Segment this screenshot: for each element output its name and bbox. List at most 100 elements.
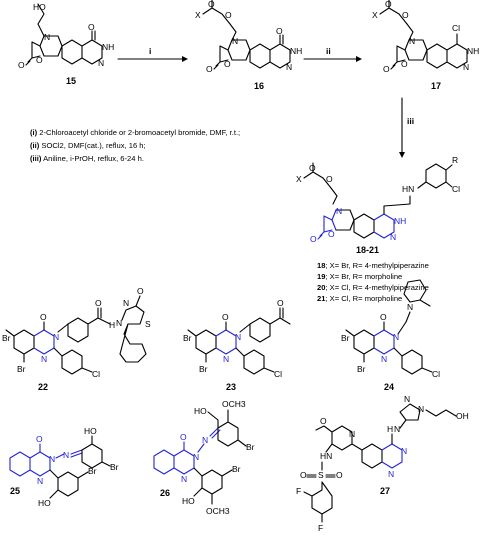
product-list: 18; X= Br, R= 4-methylpiperazine 19; X= … bbox=[317, 261, 429, 303]
compound-23-structure: O Br Br N N O Cl 23 bbox=[183, 298, 291, 392]
atom-label: H bbox=[387, 424, 393, 434]
atom-label: O bbox=[326, 174, 333, 184]
atom-label: OCH3 bbox=[222, 399, 246, 409]
atom-label: Cl bbox=[452, 184, 460, 194]
atom-label: O bbox=[222, 312, 229, 322]
compound-number-26: 26 bbox=[160, 488, 170, 498]
atom-label: O bbox=[383, 64, 390, 74]
reaction-conditions: (i) 2-Chloroacetyl chloride or 2-bromoac… bbox=[30, 128, 240, 163]
compound-number-18-21: 18-21 bbox=[356, 245, 379, 255]
compound-number-17: 17 bbox=[431, 81, 441, 91]
step-label-iii: iii bbox=[407, 116, 414, 126]
atom-label: OCH3 bbox=[206, 506, 230, 516]
atom-label: N bbox=[393, 332, 399, 342]
atom-label: Br bbox=[199, 364, 208, 374]
atom-label: Br bbox=[110, 462, 119, 472]
product-18: 18; X= Br, R= 4-methylpiperazine bbox=[317, 261, 429, 270]
compound-15-structure: HO O N O O NH N 15 bbox=[18, 2, 114, 86]
atom-label: X bbox=[372, 10, 378, 20]
atom-label: Br bbox=[17, 364, 26, 374]
atom-label: O bbox=[36, 434, 43, 444]
atom-label: O bbox=[88, 22, 95, 32]
atom-label: N bbox=[336, 206, 342, 216]
atom-label: N bbox=[418, 404, 424, 414]
atom-label: O bbox=[310, 234, 317, 244]
atom-label: S bbox=[318, 470, 324, 480]
compound-number-16: 16 bbox=[254, 81, 264, 91]
atom-label: N bbox=[235, 332, 241, 342]
atom-label: H bbox=[109, 320, 115, 330]
atom-label: O bbox=[385, 0, 392, 9]
atom-label: F bbox=[296, 486, 301, 496]
atom-label: N bbox=[181, 474, 187, 484]
atom-label: S bbox=[145, 319, 151, 329]
atom-label: O bbox=[95, 298, 102, 308]
atom-label: Br bbox=[246, 442, 255, 452]
atom-label: N bbox=[409, 36, 415, 46]
atom-label: Br bbox=[341, 333, 350, 343]
atom-label: X bbox=[195, 10, 201, 20]
atom-label: Br bbox=[2, 333, 11, 343]
atom-label: N bbox=[53, 332, 59, 342]
compound-18-21-structure: X O O R Cl HN N O O NH N 18-21 bbox=[296, 155, 460, 255]
atom-label: N bbox=[390, 232, 396, 242]
atom-label: N bbox=[63, 450, 69, 460]
atom-label: O bbox=[401, 59, 408, 69]
step-label-i: i bbox=[149, 46, 151, 56]
atom-label: HO bbox=[84, 426, 97, 436]
atom-label: HO bbox=[182, 496, 195, 506]
condition-ii: (ii) SOCl2, DMF(cat.), reflux, 16 h; bbox=[30, 141, 146, 150]
atom-label: O bbox=[180, 432, 187, 442]
compound-number-27: 27 bbox=[380, 486, 390, 496]
atom-label: O bbox=[300, 470, 307, 480]
atom-label: N bbox=[123, 298, 129, 308]
atom-label: N bbox=[41, 354, 47, 364]
atom-label: HN bbox=[402, 184, 414, 194]
compound-number-15: 15 bbox=[66, 76, 76, 86]
atom-label: O bbox=[328, 229, 335, 239]
atom-label: O bbox=[320, 416, 327, 426]
atom-label: N bbox=[44, 32, 50, 42]
atom-label: O bbox=[276, 26, 283, 36]
compound-number-22: 22 bbox=[38, 382, 48, 392]
atom-label: O bbox=[224, 59, 231, 69]
atom-label: Br bbox=[232, 464, 241, 474]
atom-label: N bbox=[49, 454, 55, 464]
atom-label: Br bbox=[88, 466, 97, 476]
atom-label: Cl bbox=[452, 23, 460, 33]
product-19: 19; X= Br, R= morpholine bbox=[317, 272, 402, 281]
atom-label: N bbox=[232, 36, 238, 46]
atom-label: Br bbox=[183, 333, 192, 343]
condition-iii: (iii) Aniline, i-PrOH, reflux, 6-24 h. bbox=[30, 154, 144, 163]
reaction-arrow-i: i bbox=[117, 46, 188, 62]
atom-label: N bbox=[404, 394, 410, 404]
compound-number-24: 24 bbox=[384, 382, 394, 392]
atom-label: O bbox=[225, 10, 232, 20]
atom-label: O bbox=[137, 286, 144, 296]
atom-label: N bbox=[381, 354, 387, 364]
atom-label: Cl bbox=[92, 369, 100, 379]
step-label-ii: ii bbox=[326, 46, 331, 56]
atom-label: R bbox=[452, 155, 458, 165]
atom-label: HO bbox=[33, 2, 46, 12]
product-21: 21; X= Cl, R= morpholine bbox=[317, 294, 402, 303]
compound-number-25: 25 bbox=[10, 486, 20, 496]
compound-22-structure: O Br Br N N O H N N O S Cl 22 bbox=[2, 286, 151, 392]
reaction-arrow-iii: iii bbox=[399, 97, 414, 158]
compound-17-structure: X O O Cl N O O NH N 17 bbox=[372, 0, 479, 91]
atom-label: F bbox=[318, 523, 323, 533]
reaction-arrow-ii: ii bbox=[303, 46, 362, 62]
atom-label: N bbox=[98, 58, 104, 68]
atom-label: O bbox=[309, 163, 316, 173]
atom-label: N bbox=[223, 354, 229, 364]
atom-label: O bbox=[402, 10, 409, 20]
compound-26-structure: O N N N HO OCH3 Br Br HO OCH3 26 bbox=[153, 399, 255, 516]
atom-label: N bbox=[394, 424, 400, 434]
atom-label: O bbox=[40, 312, 47, 322]
atom-label: NH bbox=[467, 46, 479, 56]
atom-label: O bbox=[208, 0, 215, 9]
atom-label: N bbox=[388, 469, 394, 479]
atom-label: NH bbox=[290, 46, 302, 56]
atom-label: HN bbox=[320, 451, 332, 461]
atom-label: N bbox=[286, 62, 292, 72]
